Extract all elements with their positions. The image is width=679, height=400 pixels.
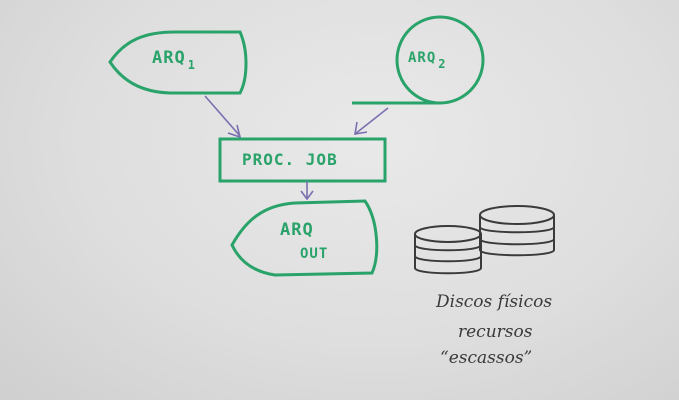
arrowhead-arq1: [227, 124, 242, 139]
arq1-label-main: ARQ: [152, 48, 186, 68]
arq1-shape: [108, 30, 248, 95]
arq1-label-sub: 1: [187, 58, 196, 72]
arq-out-label-2: OUT: [300, 246, 329, 262]
arq2-label-main: ARQ: [408, 50, 437, 66]
arrowhead-out: [300, 190, 314, 201]
proc-job-label: PROC. JOB: [242, 150, 338, 169]
note-line-3: “escassos”: [440, 348, 533, 368]
arrow-arq2-to-proc: [354, 107, 389, 135]
arrow-arq1-to-proc: [204, 95, 241, 137]
arq-out-shape: [230, 199, 379, 277]
disk-left-icon: [414, 225, 482, 275]
arq-out-label-1: ARQ: [280, 220, 314, 240]
arrowhead-arq2: [354, 121, 368, 135]
arq2-label-sub: 2: [438, 57, 447, 71]
note-line-1: Discos físicos: [436, 292, 553, 312]
note-line-2: recursos: [458, 322, 533, 342]
proc-job-box: [218, 137, 387, 183]
disk-right-icon: [479, 205, 555, 257]
